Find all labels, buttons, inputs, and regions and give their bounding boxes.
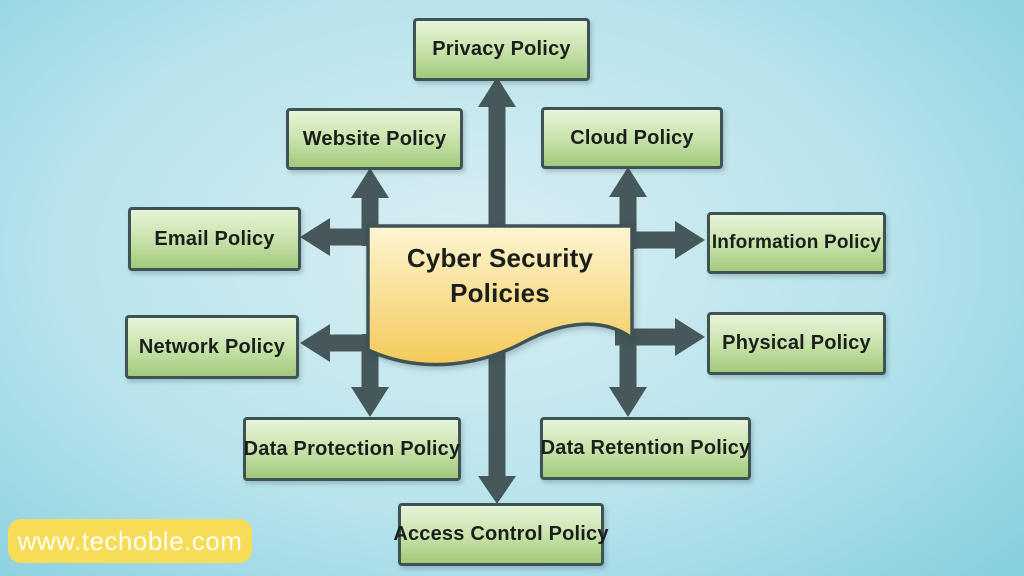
node-cloud-policy: Cloud Policy: [541, 107, 723, 169]
node-label: Cloud Policy: [570, 126, 694, 149]
arrow-to-data-retention-policy: [609, 329, 647, 417]
node-label: Website Policy: [302, 127, 447, 150]
center-title-line1: Cyber Security: [406, 243, 594, 273]
node-data-retention-policy: Data Retention Policy: [540, 417, 751, 480]
node-website-policy: Website Policy: [286, 108, 463, 170]
node-label: Data Retention Policy: [540, 437, 751, 459]
watermark-text: www.techoble.com: [17, 525, 243, 556]
node-label: Email Policy: [154, 227, 275, 250]
node-information-policy: Information Policy: [707, 212, 886, 274]
node-label: Access Control Policy: [393, 523, 609, 545]
node-data-protection-policy: Data Protection Policy: [243, 417, 461, 481]
node-label: Data Protection Policy: [243, 437, 461, 460]
node-physical-policy: Physical Policy: [707, 312, 886, 375]
center-document-shape: [366, 224, 634, 367]
node-access-control-policy: Access Control Policy: [393, 503, 609, 566]
node-label: Privacy Policy: [432, 38, 571, 60]
center-title-line2: Policies: [450, 278, 550, 309]
node-label: Physical Policy: [722, 332, 871, 354]
node-label: Network Policy: [138, 335, 286, 358]
watermark-pill: www.techoble.com: [8, 519, 252, 563]
center-title: Cyber Security Policies: [368, 241, 632, 311]
arrow-to-privacy-policy: [478, 77, 516, 240]
node-email-policy: Email Policy: [128, 207, 301, 271]
node-label: Information Policy: [711, 232, 882, 253]
node-privacy-policy: Privacy Policy: [413, 18, 590, 81]
node-network-policy: Network Policy: [125, 315, 299, 379]
